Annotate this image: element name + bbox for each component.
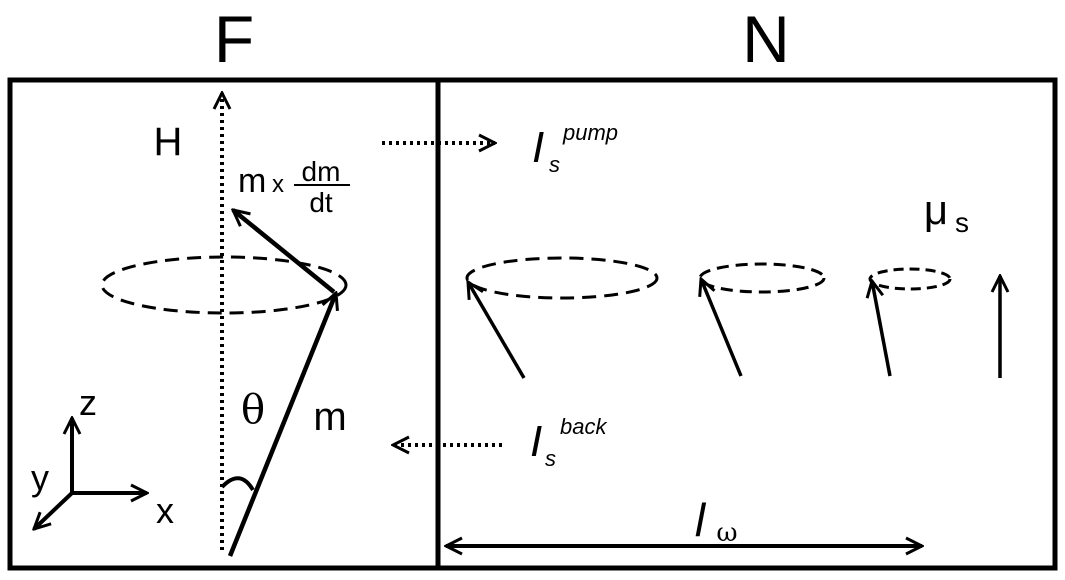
coordinate-axes: z x y — [31, 382, 174, 531]
magnetization-arrow — [227, 293, 336, 557]
pump-current-sup: pump — [562, 120, 618, 145]
back-current-label: I — [530, 417, 542, 466]
spin-vector-1 — [468, 282, 526, 379]
pump-current-label: I — [532, 123, 544, 172]
sample-box — [7, 77, 1058, 571]
angle-theta-label: θ — [241, 387, 265, 433]
axis-z-label: z — [79, 382, 97, 423]
magnetization-label: m — [313, 395, 346, 439]
axis-y-arrow — [34, 491, 74, 529]
spin-vector-2 — [701, 279, 743, 377]
torque-label-m: m — [238, 162, 266, 200]
pump-current-sub: s — [549, 152, 560, 177]
back-current-sup: back — [560, 414, 607, 439]
diffusion-length-label: l — [695, 494, 707, 546]
precession-ellipse-f — [100, 255, 348, 315]
region-label-n: N — [742, 2, 790, 76]
axis-y-label: y — [31, 457, 49, 498]
torque-arrow — [233, 210, 336, 294]
spin-precession-ellipse-3 — [868, 267, 952, 291]
torque-label-x: x — [272, 171, 284, 198]
angle-arc — [220, 476, 255, 492]
axis-x-label: x — [156, 490, 174, 531]
torque-label-num: dm — [302, 156, 341, 187]
back-current-sub: s — [545, 446, 556, 471]
field-h-label: H — [154, 120, 183, 164]
diffusion-length-sub: ω — [716, 518, 737, 548]
region-label-f: F — [214, 2, 254, 76]
spin-precession-ellipse-2 — [698, 262, 826, 294]
mu-s-label: μ — [924, 186, 948, 233]
mu-s-sub: s — [955, 207, 969, 238]
torque-label-den: dt — [309, 187, 333, 218]
spin-vector-3 — [872, 281, 892, 377]
spin-precession-ellipse-1 — [465, 256, 659, 300]
